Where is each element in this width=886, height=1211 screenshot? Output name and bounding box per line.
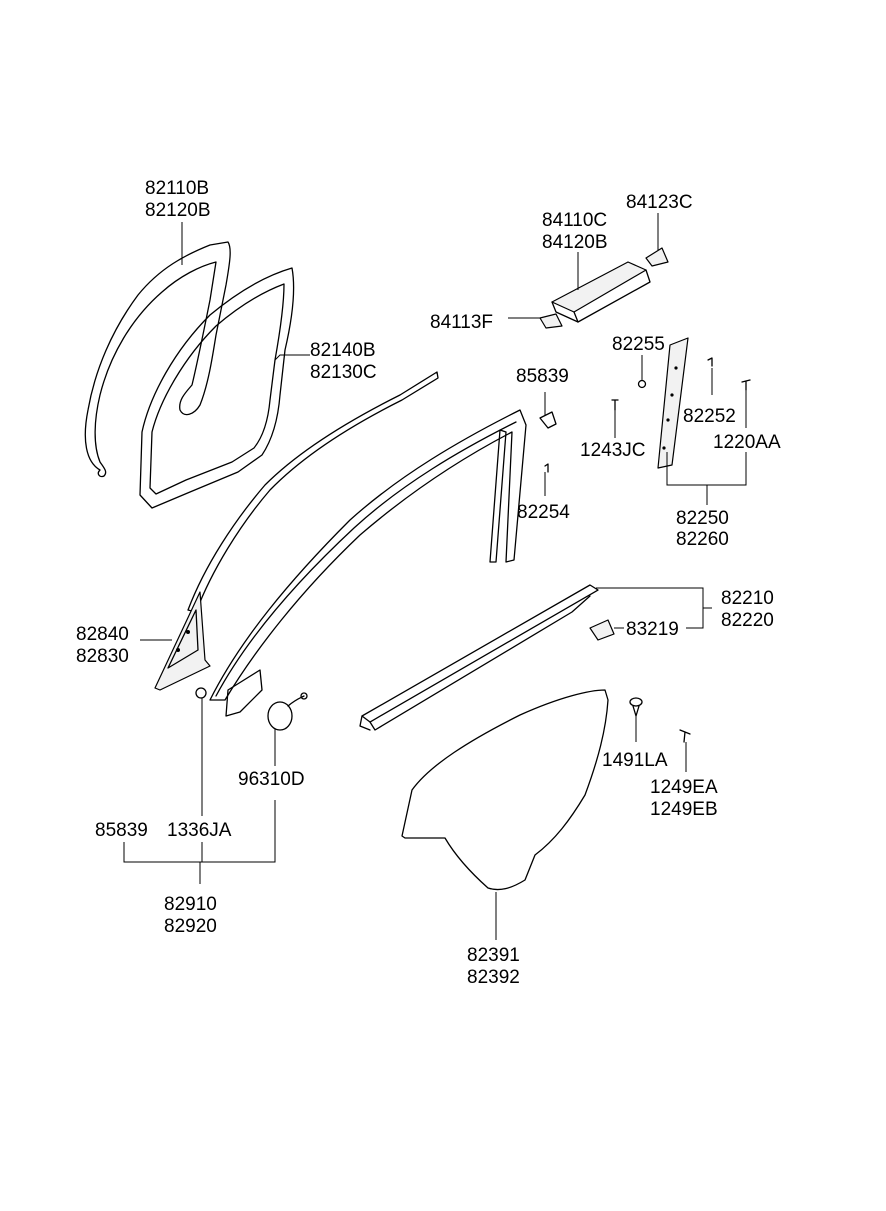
b-pillar-trim[interactable]	[657, 337, 689, 469]
label-1249ea: 1249EA	[650, 777, 718, 798]
label-82840: 82840	[76, 624, 129, 645]
label-82120b: 82120B	[145, 200, 211, 221]
label-82140b: 82140B	[310, 340, 376, 361]
label-82392: 82392	[467, 967, 520, 988]
pillar-garnish-upper[interactable]	[551, 261, 651, 323]
label-82830: 82830	[76, 646, 129, 667]
label-82252: 82252	[683, 406, 736, 427]
label-82130c: 82130C	[310, 362, 377, 383]
part-labels: 82110B 82120B 82140B 82130C 84110C 84120…	[76, 178, 781, 988]
clip-84123c[interactable]	[645, 247, 669, 267]
label-1249eb: 1249EB	[650, 799, 718, 820]
corner-triangle-trim[interactable]	[154, 591, 211, 691]
clip-83219[interactable]	[589, 619, 615, 641]
label-82110b: 82110B	[145, 178, 209, 199]
label-84120b: 84120B	[542, 232, 608, 253]
label-82910: 82910	[164, 894, 217, 915]
label-1243jc: 1243JC	[580, 440, 646, 461]
label-82254: 82254	[517, 502, 570, 523]
label-83219: 83219	[626, 619, 679, 640]
label-82260: 82260	[676, 529, 729, 550]
label-85839-lower: 85839	[95, 820, 148, 841]
label-96310d: 96310D	[238, 769, 305, 790]
door-frame-sash[interactable]	[209, 409, 527, 717]
clip-84113f[interactable]	[539, 313, 563, 329]
label-82250: 82250	[676, 508, 729, 529]
fasteners-lower[interactable]	[629, 697, 691, 743]
label-85839-upper: 85839	[516, 366, 569, 387]
mirror-base-assembly[interactable]	[195, 687, 308, 731]
belt-moulding[interactable]	[359, 584, 599, 731]
windshield-side-seal[interactable]	[187, 371, 439, 613]
door-weatherstrip-inner[interactable]	[139, 267, 295, 509]
label-82255: 82255	[612, 334, 665, 355]
door-weatherstrip-outer[interactable]	[84, 241, 231, 478]
label-82220: 82220	[721, 610, 774, 631]
label-84110c: 84110C	[542, 210, 607, 231]
label-1336ja: 1336JA	[167, 820, 232, 841]
label-84123c: 84123C	[626, 192, 693, 213]
label-82391: 82391	[467, 945, 520, 966]
leader-lines	[123, 213, 747, 940]
label-82920: 82920	[164, 916, 217, 937]
label-1220aa: 1220AA	[713, 432, 781, 453]
label-84113f: 84113F	[430, 312, 493, 333]
label-82210: 82210	[721, 588, 774, 609]
door-glass-panel[interactable]	[401, 689, 609, 891]
label-1491la: 1491LA	[602, 750, 668, 771]
